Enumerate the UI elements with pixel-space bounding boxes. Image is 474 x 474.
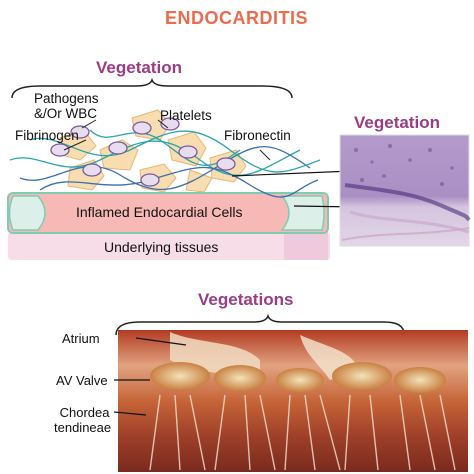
vegetation-heading: Vegetation xyxy=(96,58,182,77)
inflamed-layer xyxy=(7,192,329,234)
pathogens-label-line1: Pathogens xyxy=(34,91,99,106)
fibrinogen-leader xyxy=(63,139,87,151)
chordea-label-line1: Chordea xyxy=(59,405,110,420)
pathogens-label-line2: &/Or WBC xyxy=(34,106,97,121)
inflamed-layer-label: Inflamed Endocardial Cells xyxy=(76,204,243,220)
inflamed-right-cap xyxy=(280,195,325,231)
pathogen-cell xyxy=(160,117,180,131)
pathogens-leader xyxy=(81,119,97,129)
fibronectin-leader xyxy=(259,149,271,161)
pathogen-cell xyxy=(82,163,102,177)
pathogen-cell xyxy=(140,173,160,187)
vegetation-brace xyxy=(11,77,293,99)
pathogen-cell xyxy=(70,125,90,139)
underlying-layer-label: Underlying tissues xyxy=(104,239,219,255)
av-valve-label: AV Valve xyxy=(56,373,108,388)
atrium-leader xyxy=(135,337,187,346)
vegetations-heading: Vegetations xyxy=(198,290,294,309)
underlying-tissue-layer xyxy=(8,232,330,260)
pathogen-cell xyxy=(108,141,128,155)
vegetations-brace xyxy=(115,313,405,336)
underlying-tissue-end-right xyxy=(284,232,328,260)
pathogen-cell xyxy=(50,143,70,157)
pathogen-cell xyxy=(216,157,236,171)
fibrin-strand xyxy=(9,140,301,176)
fibrin-strand xyxy=(39,166,319,198)
atrium-label: Atrium xyxy=(62,331,100,346)
fibrin-strand xyxy=(19,146,311,191)
fibronectin-label: Fibronectin xyxy=(224,128,291,143)
fibrin-strand xyxy=(29,130,321,173)
platelets-leader xyxy=(157,119,169,129)
pathogen-cell xyxy=(132,121,152,135)
page-title: ENDOCARDITIS xyxy=(165,8,309,28)
fibrin-strand xyxy=(89,129,241,166)
platelets-label: Platelets xyxy=(160,108,212,123)
pathogen-cell xyxy=(178,145,198,159)
pathogens-label: Pathogens &/Or WBC xyxy=(34,91,99,121)
chordea-leader xyxy=(113,411,147,416)
inflamed-left-cap xyxy=(8,195,46,231)
histology-heading: Vegetation xyxy=(354,113,440,132)
chordea-label: Chordea tendineae xyxy=(54,405,111,435)
fibrinogen-label: Fibrinogen xyxy=(15,128,79,143)
chordea-label-line2: tendineae xyxy=(54,420,112,435)
